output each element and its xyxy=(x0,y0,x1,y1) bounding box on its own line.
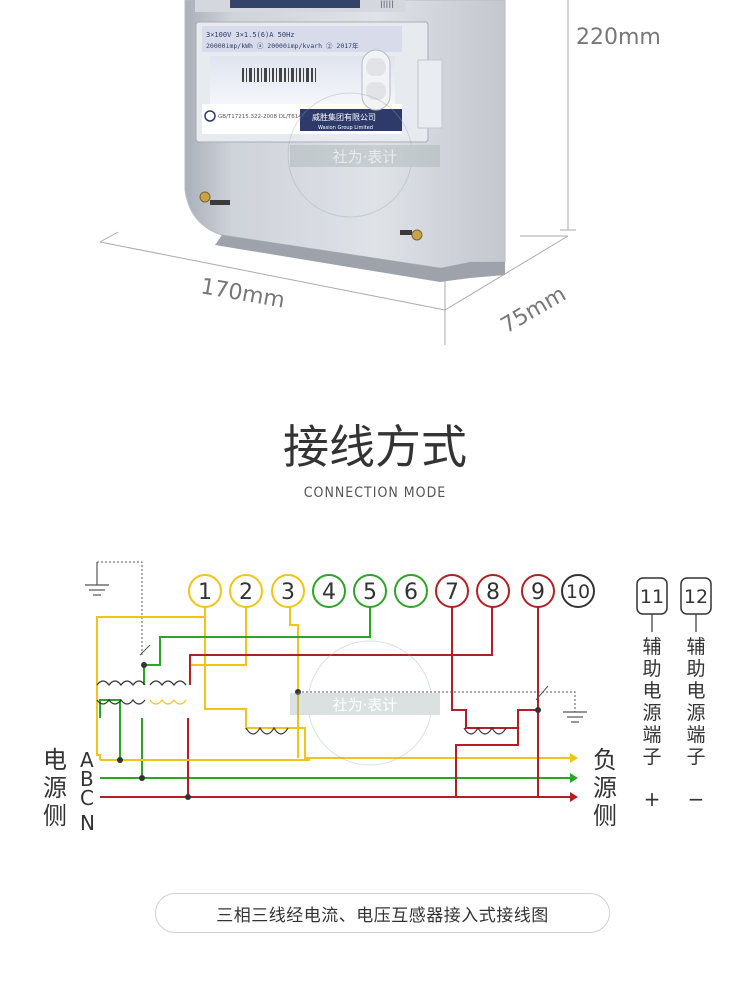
aux-terminal-11: 11 辅助电源端子 + xyxy=(636,577,668,811)
svg-text:12: 12 xyxy=(684,586,708,608)
screw-icon xyxy=(199,191,211,203)
current-transformer xyxy=(245,726,507,735)
dimension-height: 220mm xyxy=(576,25,661,50)
svg-text:10: 10 xyxy=(566,581,590,603)
svg-text:9: 9 xyxy=(531,580,545,605)
wire-green-b xyxy=(143,607,371,685)
load-side-label: 负源侧 xyxy=(593,746,617,830)
svg-text:lllll: lllll xyxy=(380,0,394,11)
ground-icon xyxy=(563,711,587,723)
section-title: 接线方式 xyxy=(283,420,467,474)
meter-spec-line2: 20000imp/kWh ⓐ 20000imp/kvarh ② 2017年 xyxy=(206,41,359,50)
terminal-8: 8 xyxy=(476,574,510,608)
wiring-diagram xyxy=(85,561,587,802)
svg-text:社为·表计: 社为·表计 xyxy=(333,696,398,714)
svg-text:7: 7 xyxy=(445,580,459,605)
watermark: 社为·表计 社为·表计 xyxy=(287,92,440,766)
terminal-6: 6 xyxy=(394,574,428,608)
svg-text:+: + xyxy=(644,787,661,811)
aux-label-11: 辅助电源端子 xyxy=(642,636,661,768)
dimension-lines xyxy=(99,0,576,345)
terminal-7: 7 xyxy=(435,574,469,608)
terminal-block: 1 2 3 4 5 6 7 8 9 10 xyxy=(188,574,595,608)
meter-standard: GB/T17215.322-2008 DL/T614-2007 xyxy=(218,114,318,120)
svg-text:社为·表计: 社为·表计 xyxy=(333,148,398,166)
arrow-icon xyxy=(570,792,578,802)
terminal-1: 1 xyxy=(188,574,222,608)
dimension-depth: 75mm xyxy=(497,282,571,339)
terminal-3: 3 xyxy=(271,574,305,608)
phase-n-label: N xyxy=(80,811,95,835)
section-subtitle: CONNECTION MODE xyxy=(304,485,446,501)
meter-illustration: lllll 3×100V 3×1.5(6)A 50Hz 20000imp/kWh… xyxy=(184,0,506,282)
svg-text:4: 4 xyxy=(322,580,336,605)
terminal-4: 4 xyxy=(312,574,346,608)
svg-text:1: 1 xyxy=(198,580,212,605)
barcode xyxy=(242,68,316,82)
terminal-9: 9 xyxy=(521,574,555,608)
svg-text:−: − xyxy=(688,787,705,811)
meter-spec-line1: 3×100V 3×1.5(6)A 50Hz xyxy=(206,31,295,39)
svg-text:3: 3 xyxy=(281,580,295,605)
svg-text:2: 2 xyxy=(239,580,253,605)
meter-maker-cn: 威胜集团有限公司 xyxy=(312,112,376,122)
phase-a-label: A xyxy=(80,748,94,772)
dimension-width: 170mm xyxy=(199,274,287,313)
phase-b-label: B xyxy=(80,767,94,791)
meter-maker-en: Wasion Group Limited xyxy=(318,125,373,131)
voltage-transformer xyxy=(96,680,187,705)
arrow-icon xyxy=(570,753,578,763)
screw-icon xyxy=(411,229,423,241)
phase-c-label: C xyxy=(80,786,94,810)
source-side-label: 电源侧 xyxy=(43,746,67,830)
wire-red-c xyxy=(189,607,493,685)
diagram-caption: 三相三线经电流、电压互感器接入式接线图 xyxy=(155,893,610,933)
aux-terminal-12: 12 辅助电源端子 − xyxy=(680,577,712,811)
ground-icon xyxy=(85,562,109,596)
caption-text: 三相三线经电流、电压互感器接入式接线图 xyxy=(216,905,549,926)
svg-text:11: 11 xyxy=(640,586,664,608)
svg-text:6: 6 xyxy=(404,580,418,605)
aux-label-12: 辅助电源端子 xyxy=(686,636,705,768)
terminal-10: 10 xyxy=(561,574,595,608)
terminal-5: 5 xyxy=(353,574,387,608)
terminal-2: 2 xyxy=(229,574,263,608)
phase-labels: A B C N xyxy=(80,748,95,835)
arrow-icon xyxy=(570,773,578,783)
svg-text:8: 8 xyxy=(486,580,500,605)
svg-text:5: 5 xyxy=(363,580,377,605)
